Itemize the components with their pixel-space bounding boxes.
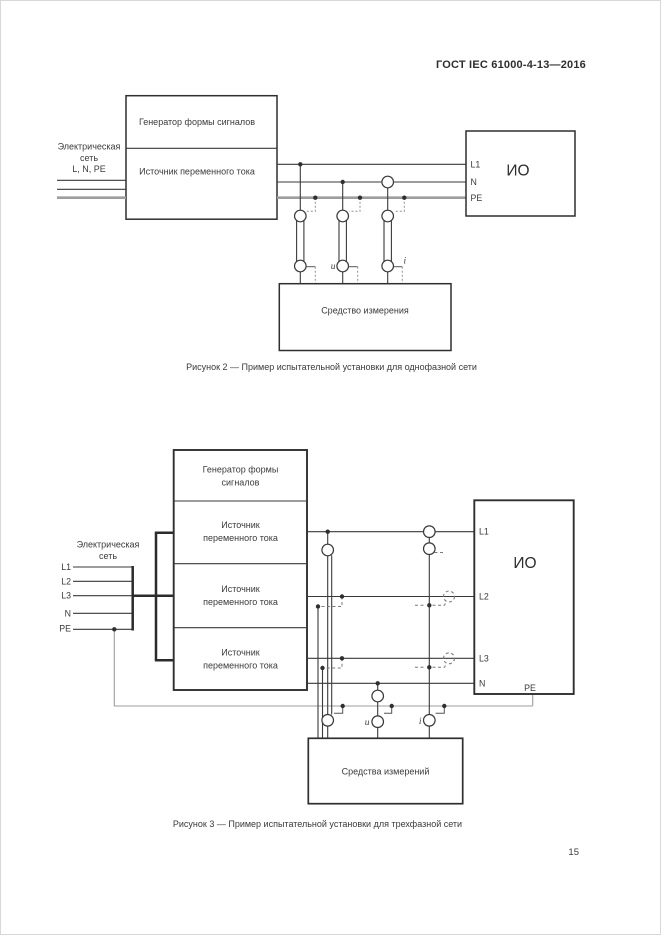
fig3-eut-label: ИО [513,555,536,572]
fig2-transducer-icon [336,259,350,273]
fig3-terminal-l2: L2 [479,592,489,602]
fig2-probe-assembly-u: u [331,182,361,284]
figure2-diagram: Генератор формы сигналов Источник переме… [57,94,576,352]
fig3-voltage-probe-label: u [365,718,370,728]
fig3-mains-l2: L2 [61,576,71,586]
fig3-dashed-transformer-icon [442,590,456,603]
fig2-mains-label-2: сеть [80,153,98,163]
fig2-voltage-probe-label: u [331,262,336,272]
fig3-probe-cluster-left [317,531,344,739]
fig2-mains-label-1: Электрическая [58,142,121,152]
fig3-terminal-n: N [479,678,485,688]
fig3-transducer-icon [422,542,436,556]
fig3-source2-label-2: переменного тока [203,597,278,607]
fig3-current-transformer-icon [422,525,436,539]
fig3-terminal-pe: PE [524,683,536,693]
fig2-transducer-icon [293,209,307,223]
fig3-generator-label-2: сигналов [222,478,260,488]
figure3-diagram: Электрическая сеть L1 L2 L3 N PE [59,449,575,805]
fig3-meter-label: Средства измерений [342,767,430,777]
fig3-eut-box [473,499,575,695]
fig2-terminal-l1: L1 [471,160,481,170]
fig2-junction-dots [298,162,407,200]
fig3-current-probe-label: i [419,717,422,727]
fig2-eut-box [465,130,576,217]
fig3-source3-label-2: переменного тока [203,661,278,671]
page-header: ГОСТ IEC 61000-4-13—2016 [435,59,586,71]
fig3-generator-source-box [172,449,308,691]
fig2-transducer-icon [293,259,307,273]
fig2-mains-label-3: L, N, PE [72,164,106,174]
fig3-source1-label-1: Источник [221,520,259,530]
fig2-generator-source-box [125,94,278,220]
fig3-transducer-icon [321,713,335,727]
page-number: 15 [568,847,579,858]
figure2-caption: Рисунок 2 — Пример испытательной установ… [186,362,477,372]
fig2-meter-label: Средство измерения [321,306,409,316]
fig3-transducer-icon [422,713,436,727]
fig3-junction-dots [112,529,447,709]
fig3-probe-cluster-right: i [415,525,456,739]
fig2-probe-assembly-i: i [381,175,407,284]
fig2-generator-label: Генератор формы сигналов [139,117,255,127]
fig2-eut-label: ИО [506,163,529,180]
fig3-transducer-icon [371,715,385,729]
fig3-generator-label-1: Генератор формы [203,465,279,475]
fig2-probe-assembly-l1 [293,164,316,284]
fig3-terminal-l3: L3 [479,653,489,663]
fig2-transducer-icon [381,209,395,223]
fig3-mains-pe: PE [59,624,71,634]
fig2-meter-box [278,282,452,352]
fig2-transducer-icon [381,259,395,273]
fig3-source3-label-1: Источник [221,648,259,658]
figure3-caption: Рисунок 3 — Пример испытательной установ… [172,819,463,829]
fig2-terminal-n: N [471,177,477,187]
fig2-current-transformer-icon [381,175,395,189]
fig3-dashed-transformer-icon [442,652,456,665]
fig3-probe-assembly-u: u [365,683,393,739]
fig2-mains-lines [57,179,126,199]
fig2-phase-lines [277,163,466,199]
fig3-meter-box [307,737,464,805]
fig2-current-probe-label: i [404,257,407,267]
fig3-terminal-l1: L1 [479,527,489,537]
fig3-mains-l1: L1 [61,562,71,572]
fig3-mains-n: N [65,608,71,618]
fig3-current-transformer-icon [321,543,335,557]
fig2-terminal-pe: PE [471,193,483,203]
fig3-mains-lines [73,531,174,662]
fig3-transducer-icon [371,689,385,703]
fig3-phase-lines [307,531,475,684]
fig2-source-label: Источник переменного тока [139,167,255,177]
fig2-transducer-icon [336,209,350,223]
fig3-source1-label-2: переменного тока [203,533,278,543]
fig3-source2-label-1: Источник [221,584,259,594]
fig3-mains-line-labels: L1 L2 L3 N PE [59,562,71,634]
fig3-mains-label-1: Электрическая [77,540,140,550]
fig3-mains-label-2: сеть [99,551,117,561]
fig3-mains-l3: L3 [61,591,71,601]
